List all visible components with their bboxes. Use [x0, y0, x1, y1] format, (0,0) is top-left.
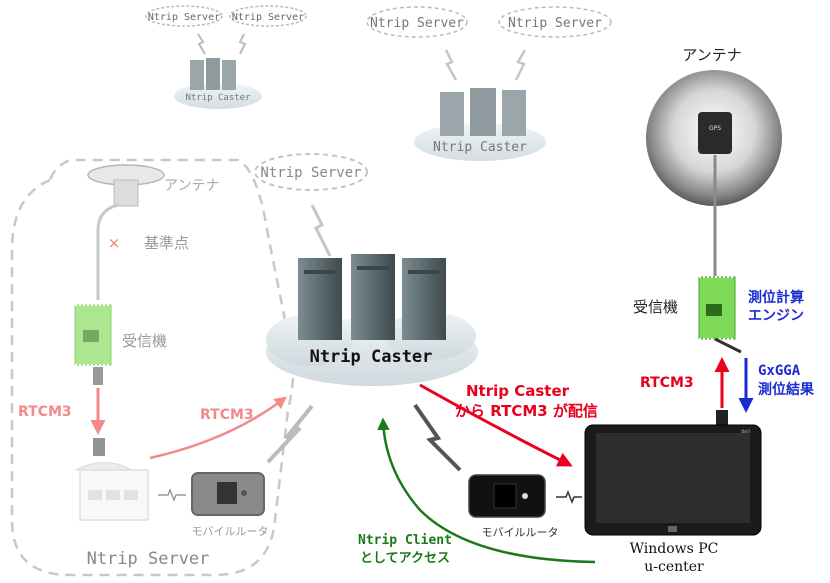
pc-label-line2: u-center [644, 559, 704, 575]
wireless-link-icon [158, 487, 186, 503]
server-bubble-1a-label: Ntrip Server [148, 12, 220, 23]
engine-label-line2: エンジン [748, 308, 804, 324]
background-caster-1: Ntrip Server Ntrip Server Ntrip Caster [145, 5, 307, 109]
result-line1: GxGGA [758, 363, 801, 379]
rover-receiver-label: 受信機 [633, 298, 678, 316]
client-access-arrow [377, 417, 596, 564]
reference-point-label: 基準点 [144, 234, 189, 252]
usb-plug-icon [716, 410, 728, 428]
computer-box-icon [75, 462, 149, 521]
base-station-boundary [10, 158, 295, 577]
server-rack-icon [190, 58, 236, 90]
antenna-cable [96, 203, 119, 300]
wireless-link-icon [556, 489, 582, 505]
main-caster-label: Ntrip Caster [310, 347, 433, 367]
wireless-bolt-icon [444, 49, 458, 81]
server-bubble-2a-label: Ntrip Server [370, 16, 464, 31]
server-bubble-1b [229, 5, 307, 27]
main-server-bubble [254, 153, 368, 191]
wireless-bolt-icon [266, 404, 314, 464]
result-line2: 測位結果 [758, 381, 815, 398]
base-upload-label: RTCM3 [200, 407, 254, 423]
rover-rtcm-label: RTCM3 [640, 375, 694, 391]
client-flow-line1: Ntrip Client [358, 533, 452, 548]
base-group-label: Ntrip Server [87, 549, 210, 569]
wireless-bolt-icon [514, 49, 527, 81]
main-caster: Ntrip Server Ntrip Caster [254, 153, 478, 386]
server-bubble-2a [366, 6, 468, 38]
base-router-label: モバイルルータ [192, 525, 269, 538]
windows-tablet-icon [584, 424, 762, 536]
rover-usb-cable [714, 337, 742, 354]
pc-label-line1: Windows PC [630, 541, 719, 557]
engine-label-line1: 測位計算 [748, 289, 804, 306]
tablet-brand-label: dell [741, 429, 750, 435]
antenna-icon [87, 164, 165, 207]
base-upload-arrow [149, 396, 287, 460]
caster-flow-line2: から RTCM3 が配信 [455, 402, 598, 420]
server-bubble-2b [498, 6, 612, 38]
base-station: アンテナ × 基準点 受信機 RTCM3 [18, 164, 314, 569]
wireless-bolt-icon [310, 204, 332, 257]
rover-router-label: モバイルルータ [482, 526, 559, 539]
rover-antenna-label: アンテナ [682, 46, 741, 64]
caster-flow-line1: Ntrip Caster [466, 382, 570, 400]
gps-chip-icon [698, 112, 732, 154]
base-rtcm-label: RTCM3 [18, 404, 72, 420]
server-rack-icon [440, 88, 526, 136]
caster-to-pc-arrow [419, 383, 573, 467]
server-bubble-1a [145, 5, 223, 27]
usb-plug-icon [93, 367, 103, 385]
base-mobile-router-icon [191, 472, 265, 516]
caster-1-label: Ntrip Caster [185, 93, 251, 103]
server-bubble-2b-label: Ntrip Server [508, 16, 602, 31]
wireless-bolt-icon [413, 403, 462, 472]
base-antenna-label: アンテナ [164, 178, 219, 194]
wireless-bolt-icon [197, 33, 206, 55]
wireless-bolt-icon [238, 33, 247, 55]
main-server-bubble-label: Ntrip Server [260, 165, 361, 181]
client-flow-line2: としてアクセス [360, 551, 450, 566]
background-caster-2: Ntrip Server Ntrip Server Ntrip Caster [366, 6, 612, 161]
usb-plug-icon [93, 438, 105, 456]
caster-2-label: Ntrip Caster [433, 140, 527, 155]
rover: アンテナ GPS 受信機 測位計算 エンジン RTCM3 GxGGA 測位結果 … [584, 46, 815, 575]
rover-mobile-router-icon [468, 474, 546, 518]
base-receiver-board-icon [74, 304, 112, 366]
base-receiver-label: 受信機 [122, 332, 167, 350]
server-bubble-1b-label: Ntrip Server [232, 12, 304, 23]
gps-chip-label: GPS [709, 125, 721, 132]
reference-point-mark-icon: × [108, 234, 121, 252]
rover-receiver-board-icon [698, 276, 736, 340]
main-server-rack-icon [298, 254, 446, 340]
